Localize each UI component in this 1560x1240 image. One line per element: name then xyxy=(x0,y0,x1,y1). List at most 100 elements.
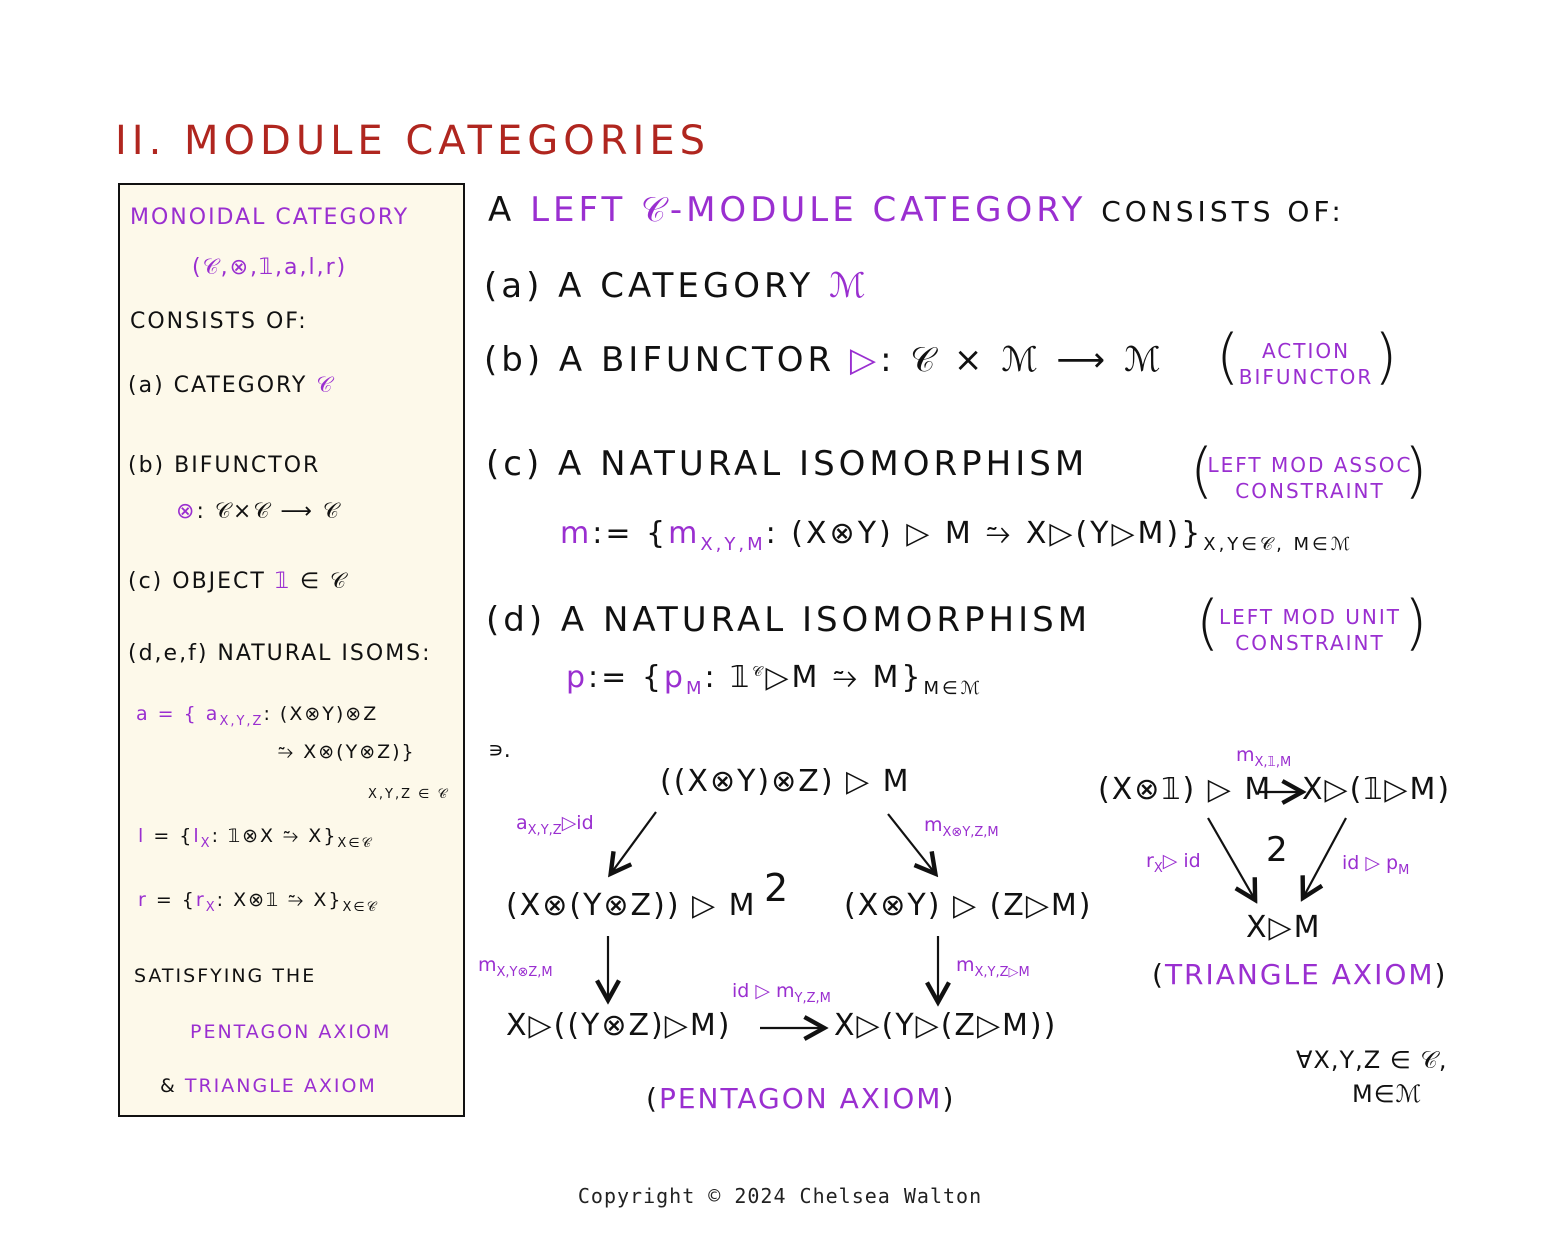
label-tl-base: a xyxy=(516,812,528,834)
triangle-axiom-line: & TRIANGLE AXIOM xyxy=(160,1075,377,1097)
sidebar-item-b-map: ⊗: 𝒞×𝒞 ⟶ 𝒞 xyxy=(176,499,341,524)
item-a-symbol: ℳ xyxy=(829,266,870,306)
note-close-paren: ) xyxy=(1404,588,1428,658)
tri-label-r-sub: M xyxy=(1398,862,1410,878)
quantifier-line-1: ∀X,Y,Z ∈ 𝒞, xyxy=(1296,1046,1448,1074)
sidebar-tuple: (𝒞,⊗,𝟙,a,l,r) xyxy=(192,255,348,280)
triangle-caption: (TRIANGLE AXIOM) xyxy=(1152,958,1448,991)
pentagon-node-bottom-right: X▷(Y▷(Z▷M)) xyxy=(834,1008,1058,1043)
pentagon-node-left: (X⊗(Y⊗Z)) ▷ M xyxy=(506,888,757,923)
label-r-sub: X,Y,Z▷M xyxy=(974,964,1030,980)
satisfying-text: SATISFYING THE xyxy=(134,965,317,987)
page-title: II. MODULE CATEGORIES xyxy=(115,118,710,164)
item-c-note-line-1: LEFT MOD ASSOC xyxy=(1207,453,1413,477)
associator-definition: a = { aX,Y,Z: (X⊗Y)⊗Z xyxy=(136,703,378,729)
label-tl-rest: ▷id xyxy=(561,812,594,834)
associator-map: : (X⊗Y)⊗Z xyxy=(263,703,379,725)
arrow-top-to-left xyxy=(612,811,657,872)
tri-label-r-pre: id ▷ p xyxy=(1342,852,1399,874)
label-b-sub: Y,Z,M xyxy=(794,990,831,1006)
intro-consists: CONSISTS OF: xyxy=(1101,195,1345,228)
note-open-paren: ( xyxy=(1216,322,1240,392)
item-d-note: LEFT MOD UNIT CONSTRAINT xyxy=(1212,604,1408,656)
left-unitor-lhs: l xyxy=(138,825,146,847)
triangle-node-bottom: X▷M xyxy=(1246,910,1322,945)
item-b: (b) A BIFUNCTOR ▷: 𝒞 × ℳ ⟶ ℳ xyxy=(484,340,1164,380)
pentagon-label-top-left: aX,Y,Z▷id xyxy=(516,812,594,838)
unit-constraint-lhs: p xyxy=(566,660,589,695)
unit-constraint-map-rest: ▷M ⥲ M} xyxy=(765,660,924,695)
item-c-definition: m:= {mX,Y,M: (X⊗Y) ▷ M ⥲ X▷(Y▷M)}X,Y∈𝒞, … xyxy=(560,516,1353,555)
tri-label-top-base: m xyxy=(1236,744,1255,766)
arrow-triangle-right xyxy=(1304,817,1347,896)
label-r-base: m xyxy=(956,954,975,976)
pentagon-node-bottom-left: X▷((Y⊗Z)▷M) xyxy=(506,1008,732,1043)
note-open-paren: ( xyxy=(1190,436,1214,506)
item-c-label: (c) A NATURAL ISOMORPHISM xyxy=(486,444,1089,484)
item-b-map: : 𝒞 × ℳ ⟶ ℳ xyxy=(880,340,1165,380)
associator-subscript: X,Y,Z xyxy=(219,713,264,729)
sidebar-heading: MONOIDAL CATEGORY xyxy=(130,205,410,230)
label-l-sub: X,Y⊗Z,M xyxy=(496,964,553,980)
triangle-caption-text: TRIANGLE AXIOM xyxy=(1164,958,1435,991)
left-unitor-component: l xyxy=(193,825,201,847)
sidebar-consists: CONSISTS OF: xyxy=(130,309,308,334)
triangle-node-left: (X⊗𝟙) ▷ M xyxy=(1098,772,1273,807)
unit-constraint-index: M∈ℳ xyxy=(923,678,983,699)
item-c-note: LEFT MOD ASSOC CONSTRAINT xyxy=(1204,452,1416,504)
note-close-paren: ) xyxy=(1374,322,1398,392)
label-l-base: m xyxy=(478,954,497,976)
pentagon-label-left: mX,Y⊗Z,M xyxy=(478,954,553,980)
sidebar-item-a-label: (a) CATEGORY xyxy=(128,373,308,398)
pentagon-label-top-right: mX⊗Y,Z,M xyxy=(924,814,999,840)
tensor-map: : 𝒞×𝒞 ⟶ 𝒞 xyxy=(196,499,341,524)
item-d-label: (d) A NATURAL ISOMORPHISM xyxy=(486,600,1092,640)
label-tr-base: m xyxy=(924,814,943,836)
note-open-paren: ( xyxy=(1196,588,1220,658)
sidebar-item-def-label: (d,e,f) NATURAL ISOMS: xyxy=(128,641,432,666)
quantifier-line-2: M∈ℳ xyxy=(1352,1080,1423,1108)
sidebar-item-c-rest: ∈ 𝒞 xyxy=(299,569,349,594)
tri-label-top-sub: X,𝟙,M xyxy=(1254,754,1292,770)
item-b-label: (b) A BIFUNCTOR xyxy=(484,340,836,380)
left-unitor-subscript: X xyxy=(200,835,212,851)
unit-constraint-component: p xyxy=(663,660,686,695)
associator-component: a xyxy=(205,703,220,725)
right-unitor-component: r xyxy=(195,889,206,911)
note-close-paren: ) xyxy=(1404,436,1428,506)
left-unitor-definition: l = {lX: 𝟙⊗X ⥲ X}X∈𝒞 xyxy=(138,825,373,851)
assoc-constraint-subscript: X,Y,M xyxy=(700,534,766,555)
sidebar-item-b-label: (b) BIFUNCTOR xyxy=(128,453,321,478)
right-unitor-lhs: r xyxy=(138,889,148,911)
left-unitor-index: X∈𝒞 xyxy=(337,835,374,851)
sidebar-item-c: (c) OBJECT 𝟙 ∈ 𝒞 xyxy=(128,569,348,594)
tensor-symbol: ⊗ xyxy=(176,499,197,524)
intro-defined-term: LEFT 𝒞-MODULE CATEGORY xyxy=(530,190,1087,230)
triangle-commutes-mark: 2 xyxy=(1266,830,1288,870)
assoc-constraint-lhs: m xyxy=(560,516,593,551)
arrow-top-to-right xyxy=(887,813,934,872)
assoc-constraint-component: m xyxy=(668,516,701,551)
pentagon-node-top: ((X⊗Y)⊗Z) ▷ M xyxy=(660,764,911,799)
left-unitor-map: : 𝟙⊗X ⥲ X} xyxy=(211,825,338,847)
arrow-triangle-left xyxy=(1207,817,1254,898)
pentagon-label-bottom: id ▷ mY,Z,M xyxy=(732,980,831,1006)
unit-constraint-superscript: 𝒞 xyxy=(752,664,766,680)
pentagon-node-right: (X⊗Y) ▷ (Z▷M) xyxy=(844,888,1093,923)
pentagon-axiom-link: PENTAGON AXIOM xyxy=(190,1021,392,1043)
item-b-note-line-2: BIFUNCTOR xyxy=(1238,365,1374,389)
triangle-label-left: rX▷ id xyxy=(1146,850,1201,876)
associator-index: X,Y,Z ∈ 𝒞 xyxy=(368,787,450,802)
unit-constraint-subscript: M xyxy=(685,678,705,699)
unit-constraint-map: : 𝟙 xyxy=(704,660,753,695)
triangle-label-top: mX,𝟙,M xyxy=(1236,744,1291,770)
ampersand: & xyxy=(160,1075,177,1097)
pentagon-caption-text: PENTAGON AXIOM xyxy=(658,1082,943,1115)
item-a: (a) A CATEGORY ℳ xyxy=(484,266,869,306)
associator-map-target: ⥲ X⊗(Y⊗Z)} xyxy=(278,741,416,763)
module-category-intro: A LEFT 𝒞-MODULE CATEGORY CONSISTS OF: xyxy=(488,190,1345,230)
label-tl-sub: X,Y,Z xyxy=(527,822,562,838)
sidebar-item-c-label: (c) OBJECT xyxy=(128,569,266,594)
item-b-note: ACTION BIFUNCTOR xyxy=(1236,338,1376,390)
triangle-axiom-link: TRIANGLE AXIOM xyxy=(184,1075,377,1097)
